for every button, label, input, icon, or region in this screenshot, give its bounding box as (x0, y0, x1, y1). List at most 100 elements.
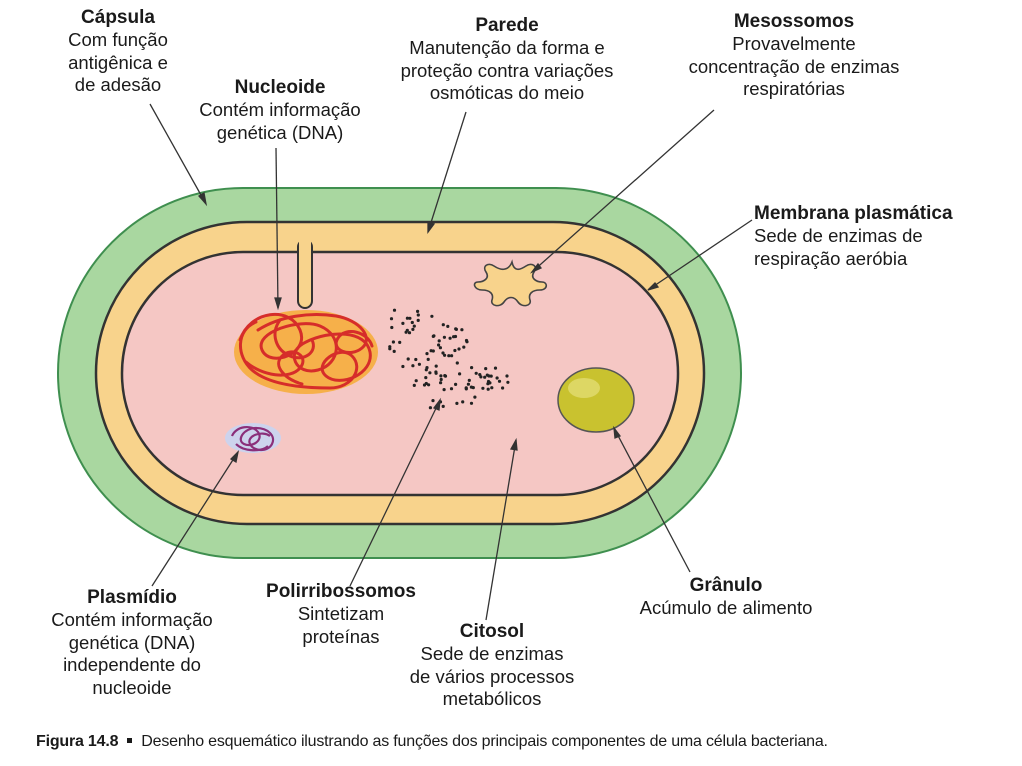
ribosome-dot (478, 373, 482, 377)
label-membrana-desc-2: respiração aeróbia (754, 247, 908, 269)
ribosome-dot (389, 317, 394, 321)
ribosome-dot (506, 380, 510, 384)
ribosome-dot (401, 364, 405, 369)
ribosome-dot (439, 377, 443, 382)
ribosome-dot (412, 383, 416, 387)
ribosome-dot (493, 366, 498, 370)
pointer-lines (149, 103, 753, 621)
ribosome-dot (427, 383, 431, 387)
label-plasmidio-desc-1: Contém informação (51, 609, 213, 631)
label-plasmidio: Plasmídio Contém informação genética (DN… (22, 586, 242, 699)
label-plasmidio-title: Plasmídio (87, 587, 177, 608)
granule (557, 367, 635, 433)
ribosome-dot (448, 336, 452, 340)
label-capsula-title: Cápsula (81, 7, 155, 28)
figure-number: Figura 14.8 (36, 733, 119, 750)
label-parede-title: Parede (475, 15, 539, 36)
ribosome-dot (428, 371, 432, 375)
label-capsula-desc-1: Com função (68, 29, 168, 51)
ribosome-dot (460, 328, 464, 332)
ribosome-dot (461, 400, 465, 404)
ribosome-dot (464, 338, 469, 343)
ribosome-dot (404, 330, 408, 334)
ribosome-dot (452, 335, 456, 339)
ribosome-dot (422, 383, 427, 387)
ribosome-dot (407, 331, 412, 335)
ribosome-dot (414, 357, 418, 362)
ribosome-dot (467, 378, 471, 382)
ribosome-dot (426, 357, 430, 361)
ribosome-dot (410, 320, 414, 325)
label-parede-desc-3: osmóticas do meio (429, 82, 585, 104)
label-membrana: Membrana plasmática Sede de enzimas de r… (754, 202, 1014, 270)
figure-caption-text: Desenho esquemático ilustrando as funçõe… (141, 733, 828, 750)
figure-caption: Figura 14.8 Desenho esquemático ilustrand… (36, 733, 828, 751)
ribosome-dot (416, 313, 420, 317)
ribosome-dot (458, 372, 462, 376)
ribosome-dot (481, 386, 485, 390)
ribosome-dot (457, 347, 461, 351)
ribosome-dot (437, 343, 441, 347)
label-citosol-desc-1: Sede de enzimas (420, 643, 564, 665)
ribosome-dot (434, 370, 438, 374)
label-citosol-desc-2: de vários processos (409, 665, 575, 687)
ribosome-dot (483, 375, 487, 379)
label-mesossomos-desc-1: Provavelmente (732, 33, 856, 55)
ribosome-dot (411, 327, 415, 331)
label-mesossomos-desc-2: concentração de enzimas (688, 55, 900, 77)
ribosome-dot (485, 373, 489, 377)
ribosome-dot (391, 340, 395, 344)
ribosome-dot (424, 376, 428, 380)
ribosome-dot (443, 374, 447, 378)
label-polirribossomos-desc-2: proteínas (302, 625, 380, 647)
ribosome-dot (416, 318, 420, 322)
label-granulo-title: Grânulo (689, 575, 763, 596)
label-capsula-desc-3: de adesão (74, 74, 162, 96)
ribosome-dot (484, 367, 488, 371)
polyribosomes (388, 308, 510, 410)
ribosome-dot (449, 387, 454, 391)
ribosome-dot (495, 376, 499, 380)
label-nucleoide: Nucleoide Contém informação genética (DN… (170, 76, 390, 144)
label-plasmidio-desc-2: genética (DNA) (68, 631, 196, 653)
ribosome-dot (437, 339, 441, 343)
ribosome-dot (441, 351, 445, 355)
ribosome-dot (441, 404, 445, 408)
ribosome-dot (474, 371, 478, 375)
ribosome-dot (439, 381, 443, 385)
ribosome-dot (388, 347, 392, 351)
ribosome-dot (454, 327, 458, 331)
ribosome-dot (428, 406, 432, 410)
ribosome-dot (430, 314, 434, 318)
ribosome-dot (447, 354, 451, 358)
ribosome-dot (438, 346, 442, 350)
ribosome-dot (441, 323, 445, 327)
ribosome-dot (454, 382, 458, 386)
ribosome-dot (406, 357, 410, 361)
ribosome-dot (412, 324, 416, 328)
ribosome-dot (488, 381, 492, 385)
label-mesossomos-desc-3: respiratórias (743, 78, 845, 100)
ribosome-dot (455, 361, 459, 365)
label-plasmidio-desc-3: independente do (63, 654, 201, 676)
label-capsula-desc-2: antigênica e (68, 51, 168, 73)
label-nucleoide-desc-1: Contém informação (199, 99, 361, 121)
ribosome-dot (439, 374, 443, 378)
ribosome-dot (425, 366, 429, 370)
label-citosol-desc-3: metabólicos (442, 688, 542, 710)
ribosome-dot (466, 382, 470, 386)
ribosome-dot (443, 353, 447, 357)
plasmid (225, 423, 281, 453)
ribosome-dot (434, 364, 438, 368)
label-nucleoide-desc-2: genética (DNA) (216, 121, 344, 143)
label-membrana-desc-1: Sede de enzimas de (754, 225, 923, 247)
ribosome-dot (486, 387, 490, 391)
ribosome-dot (408, 316, 412, 320)
ribosome-dot (392, 349, 396, 353)
label-granulo: Grânulo Acúmulo de alimento (606, 574, 846, 620)
label-parede: Parede Manutenção da forma e proteção co… (362, 14, 652, 105)
ribosome-dot (416, 309, 420, 313)
label-mesossomos-title: Mesossomos (733, 11, 855, 32)
ribosome-dot (390, 325, 394, 330)
